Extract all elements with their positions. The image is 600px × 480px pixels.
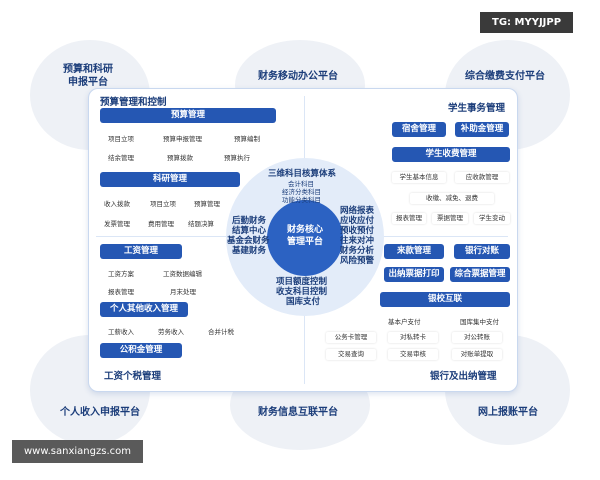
salary-item[interactable]: 工资数据编辑 xyxy=(163,270,202,278)
bill-header[interactable]: 综合票据管理 xyxy=(450,267,510,282)
budget-item[interactable]: 结余管理 xyxy=(108,154,134,162)
research-header[interactable]: 科研管理 xyxy=(100,172,240,187)
bank-item[interactable]: 基本户支付 xyxy=(388,318,421,326)
fee-item[interactable]: 报表管理 xyxy=(392,213,426,224)
bank-item[interactable]: 交易审核 xyxy=(388,349,438,360)
bank-item[interactable]: 对公转账 xyxy=(452,332,502,343)
budget-item[interactable]: 预算执行 xyxy=(224,154,250,162)
research-item[interactable]: 费用管理 xyxy=(148,220,174,228)
other-income-item[interactable]: 工薪收入 xyxy=(108,328,134,336)
core-right-item: 风险预警 xyxy=(340,256,375,266)
core-left-item: 结算中心 xyxy=(232,226,267,236)
core-right-item: 预收预付 xyxy=(340,226,375,236)
core-right-item: 往来对冲 xyxy=(340,236,375,246)
fee-item[interactable]: 收缴、减免、退费 xyxy=(410,193,494,204)
core-center-label: 财务核心 管理平台 xyxy=(267,224,343,248)
core-left-item: 基金会财务 xyxy=(227,236,270,246)
budget-item[interactable]: 预算编制 xyxy=(234,135,260,143)
outer-bottom-center: 财务信息互联平台 xyxy=(258,407,338,418)
receipt-header[interactable]: 来款管理 xyxy=(384,244,444,259)
core-right-item: 应收应付 xyxy=(340,216,375,226)
dorm-header[interactable]: 宿舍管理 xyxy=(392,122,446,137)
bank-item[interactable]: 对私转卡 xyxy=(388,332,438,343)
salary-item[interactable]: 报表管理 xyxy=(108,288,134,296)
student-section-title: 学生事务管理 xyxy=(448,103,506,114)
research-item[interactable]: 结题决算 xyxy=(188,220,214,228)
outer-bottom-right: 网上报账平台 xyxy=(478,407,538,418)
core-circle[interactable] xyxy=(267,200,343,276)
print-header[interactable]: 出纳票据打印 xyxy=(384,267,444,282)
salary-item[interactable]: 工资方案 xyxy=(108,270,134,278)
budget-header[interactable]: 预算管理 xyxy=(100,108,276,123)
bank-section-title: 银行及出纳管理 xyxy=(430,371,497,382)
core-center-line: 财务核心 xyxy=(286,225,323,235)
core-center-line: 管理平台 xyxy=(286,237,323,247)
bank-recon-header[interactable]: 银行对账 xyxy=(454,244,510,259)
core-left-item: 后勤财务 xyxy=(232,216,267,226)
site-url[interactable]: www.sanxiangzs.com xyxy=(12,440,143,463)
core-bottom-item: 国库支付 xyxy=(286,297,321,307)
budget-section-title: 预算管理和控制 xyxy=(100,97,167,108)
budget-item[interactable]: 项目立项 xyxy=(108,135,134,143)
core-top-sub: 功能分类科目 xyxy=(282,196,321,204)
salary-item[interactable]: 月末处理 xyxy=(170,288,196,296)
core-top-title: 三维科目核算体系 xyxy=(268,169,337,179)
outer-top-center: 财务移动办公平台 xyxy=(258,71,338,82)
outer-top-left-line1: 预算和科研 xyxy=(63,64,113,75)
research-item[interactable]: 项目立项 xyxy=(150,200,176,208)
research-item[interactable]: 预算管理 xyxy=(194,200,220,208)
bank-link-header[interactable]: 银校互联 xyxy=(380,292,510,307)
outer-top-left-line2: 申报平台 xyxy=(68,77,108,88)
other-income-header[interactable]: 个人其他收入管理 xyxy=(100,302,188,317)
budget-item[interactable]: 预算申报管理 xyxy=(163,135,202,143)
other-income-item[interactable]: 合并计税 xyxy=(208,328,234,336)
core-left-item: 基建财务 xyxy=(232,246,267,256)
core-bottom-item: 收支科目控制 xyxy=(276,287,328,297)
salary-header[interactable]: 工资管理 xyxy=(100,244,182,259)
outer-bottom-left: 个人收入申报平台 xyxy=(60,407,140,418)
outer-top-right: 综合缴费支付平台 xyxy=(465,71,545,82)
fee-item[interactable]: 学生基本信息 xyxy=(392,172,446,183)
core-top-sub: 经济分类科目 xyxy=(282,188,321,196)
bank-item[interactable]: 交易查询 xyxy=(326,349,376,360)
core-right-item: 网络报表 xyxy=(340,206,375,216)
fee-item[interactable]: 学生变动 xyxy=(474,213,510,224)
bank-item[interactable]: 国库集中支付 xyxy=(460,318,499,326)
research-item[interactable]: 收入拨款 xyxy=(104,200,130,208)
core-bottom-item: 项目额度控制 xyxy=(276,277,328,287)
fee-header[interactable]: 学生收费管理 xyxy=(392,147,510,162)
bank-item[interactable]: 公务卡管理 xyxy=(326,332,376,343)
other-income-item[interactable]: 劳务收入 xyxy=(158,328,184,336)
research-item[interactable]: 发票管理 xyxy=(104,220,130,228)
fund-header[interactable]: 公积金管理 xyxy=(100,343,182,358)
fee-item[interactable]: 应收款管理 xyxy=(455,172,509,183)
fee-item[interactable]: 票据管理 xyxy=(432,213,468,224)
tax-section-title: 工资个税管理 xyxy=(104,371,162,382)
bank-item[interactable]: 对账单提取 xyxy=(452,349,502,360)
core-top-sub: 会计科目 xyxy=(288,180,314,188)
subsidy-header[interactable]: 补助金管理 xyxy=(455,122,509,137)
budget-item[interactable]: 预算拨款 xyxy=(167,154,193,162)
watermark-tag: TG: MYYJJPP xyxy=(480,12,574,33)
core-right-item: 财务分析 xyxy=(340,246,375,256)
